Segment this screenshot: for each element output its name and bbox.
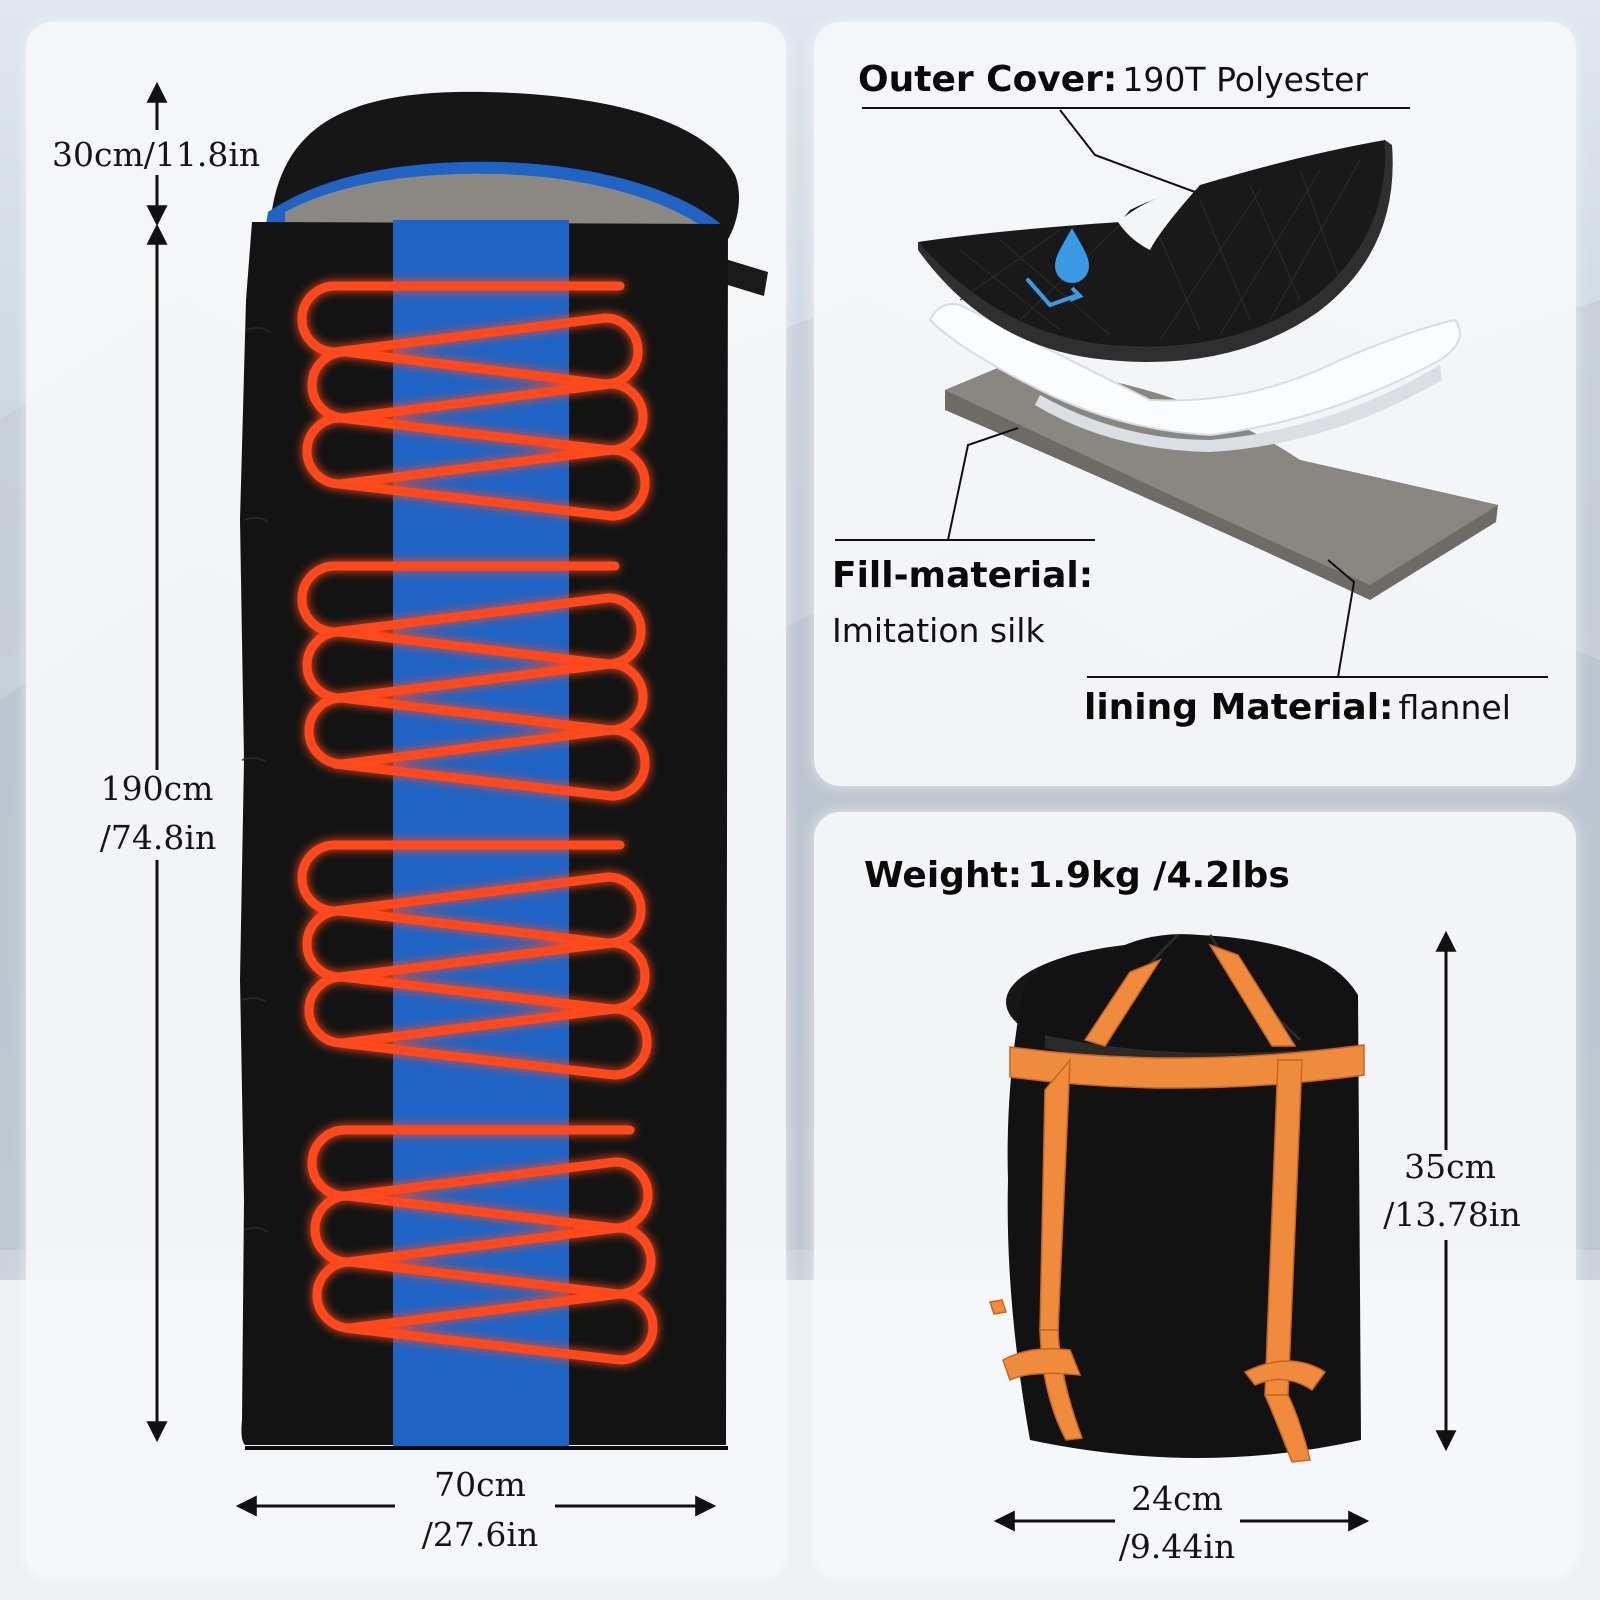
length-in-label: /74.8in (99, 818, 217, 857)
length-cm-label: 190cm (100, 769, 214, 808)
heating-coils (297, 281, 658, 1365)
pack-width-in-label: /9.44in (1118, 1527, 1236, 1566)
outer-cover-label: Outer Cover: (858, 59, 1118, 100)
leader-lines (835, 107, 1548, 678)
water-drop-icon (1026, 228, 1089, 308)
pack-height-cm-label: 35cm (1404, 1147, 1496, 1186)
weight-callout: Weight: 1.9kg /4.2lbs (864, 858, 1290, 894)
sleeping-bag (240, 91, 768, 1450)
hood-dimension-label: 30cm/11.8in (52, 135, 261, 174)
compression-sack (989, 933, 1365, 1463)
weight-label: Weight: (864, 855, 1023, 896)
width-cm-label: 70cm (434, 1465, 526, 1504)
width-in-label: /27.6in (421, 1515, 539, 1554)
pack-width-cm-label: 24cm (1131, 1479, 1223, 1518)
pack-height-in-label: /13.78in (1383, 1195, 1521, 1234)
lining-material-value: flannel (1398, 688, 1511, 727)
weight-value: 1.9kg /4.2lbs (1027, 855, 1290, 896)
lining-material-callout: lining Material: flannel (1084, 690, 1511, 726)
fill-material-label: Fill-material: (832, 555, 1094, 596)
material-layers (918, 140, 1498, 600)
outer-cover-value: 190T Polyester (1122, 60, 1368, 99)
outer-cover-callout: Outer Cover: 190T Polyester (858, 62, 1368, 98)
fill-material-value: Imitation silk (832, 611, 1045, 650)
lining-material-label: lining Material: (1084, 687, 1394, 728)
